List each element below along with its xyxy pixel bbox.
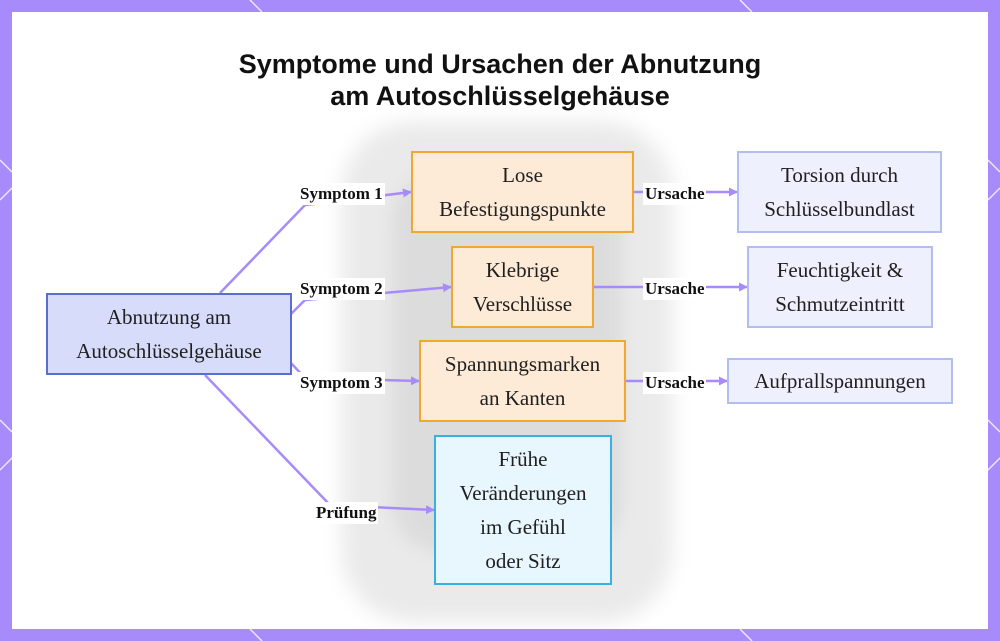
node-symptom2-label: Klebrige Verschlüsse — [473, 253, 572, 321]
node-cause1: Torsion durch Schlüsselbundlast — [737, 151, 942, 233]
node-cause2: Feuchtigkeit & Schmutzeintritt — [747, 246, 933, 328]
node-symptom1: Lose Befestigungspunkte — [411, 151, 634, 233]
node-symptom3: Spannungsmarken an Kanten — [419, 340, 626, 422]
edge-label-symptom1: Symptom 1 — [298, 183, 385, 205]
title-line-1: Symptome und Ursachen der Abnutzung — [0, 48, 1000, 80]
node-check-label: Frühe Veränderungen im Gefühl oder Sitz — [459, 442, 586, 578]
node-root-label: Abnutzung am Autoschlüsselgehäuse — [76, 300, 261, 368]
edge-label-cause2: Ursache — [643, 278, 706, 300]
edge-label-symptom3: Symptom 3 — [298, 372, 385, 394]
node-cause3: Aufprallspannungen — [727, 358, 953, 404]
page-title: Symptome und Ursachen der Abnutzung am A… — [0, 48, 1000, 112]
edge-label-cause1: Ursache — [643, 183, 706, 205]
edge-label-check: Prüfung — [314, 502, 378, 524]
edge-label-symptom2: Symptom 2 — [298, 278, 385, 300]
edge-label-cause3: Ursache — [643, 372, 706, 394]
node-symptom3-label: Spannungsmarken an Kanten — [445, 347, 600, 415]
title-line-2: am Autoschlüsselgehäuse — [0, 80, 1000, 112]
node-check: Frühe Veränderungen im Gefühl oder Sitz — [434, 435, 612, 585]
node-root: Abnutzung am Autoschlüsselgehäuse — [46, 293, 292, 375]
node-cause1-label: Torsion durch Schlüsselbundlast — [764, 158, 915, 226]
node-cause3-label: Aufprallspannungen — [754, 364, 925, 398]
node-symptom1-label: Lose Befestigungspunkte — [439, 158, 606, 226]
node-symptom2: Klebrige Verschlüsse — [451, 246, 594, 328]
edge-root-check — [205, 375, 434, 510]
node-cause2-label: Feuchtigkeit & Schmutzeintritt — [775, 253, 904, 321]
